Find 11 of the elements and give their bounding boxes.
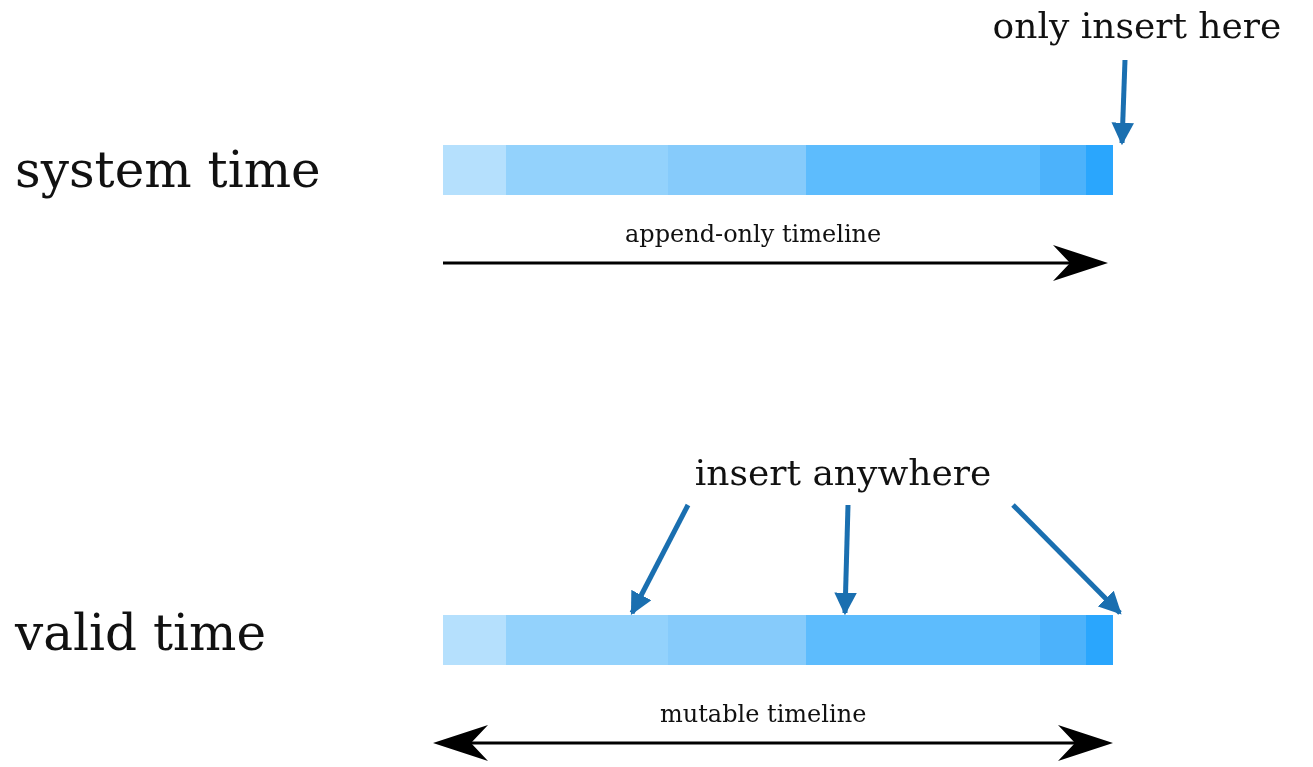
arrow	[1111, 59, 1134, 146]
timeline-bar	[443, 145, 1113, 195]
annotation-text: only insert here	[972, 8, 1302, 60]
arrow	[1011, 503, 1122, 615]
annotation-text: insert anywhere	[670, 455, 1016, 505]
timeline-bar	[443, 615, 1113, 665]
arrow	[834, 504, 857, 616]
arrow	[629, 503, 691, 615]
timeline-caption: append-only timeline	[625, 222, 882, 246]
timeline-caption: mutable timeline	[660, 702, 867, 726]
axis-title: valid time	[15, 608, 267, 658]
